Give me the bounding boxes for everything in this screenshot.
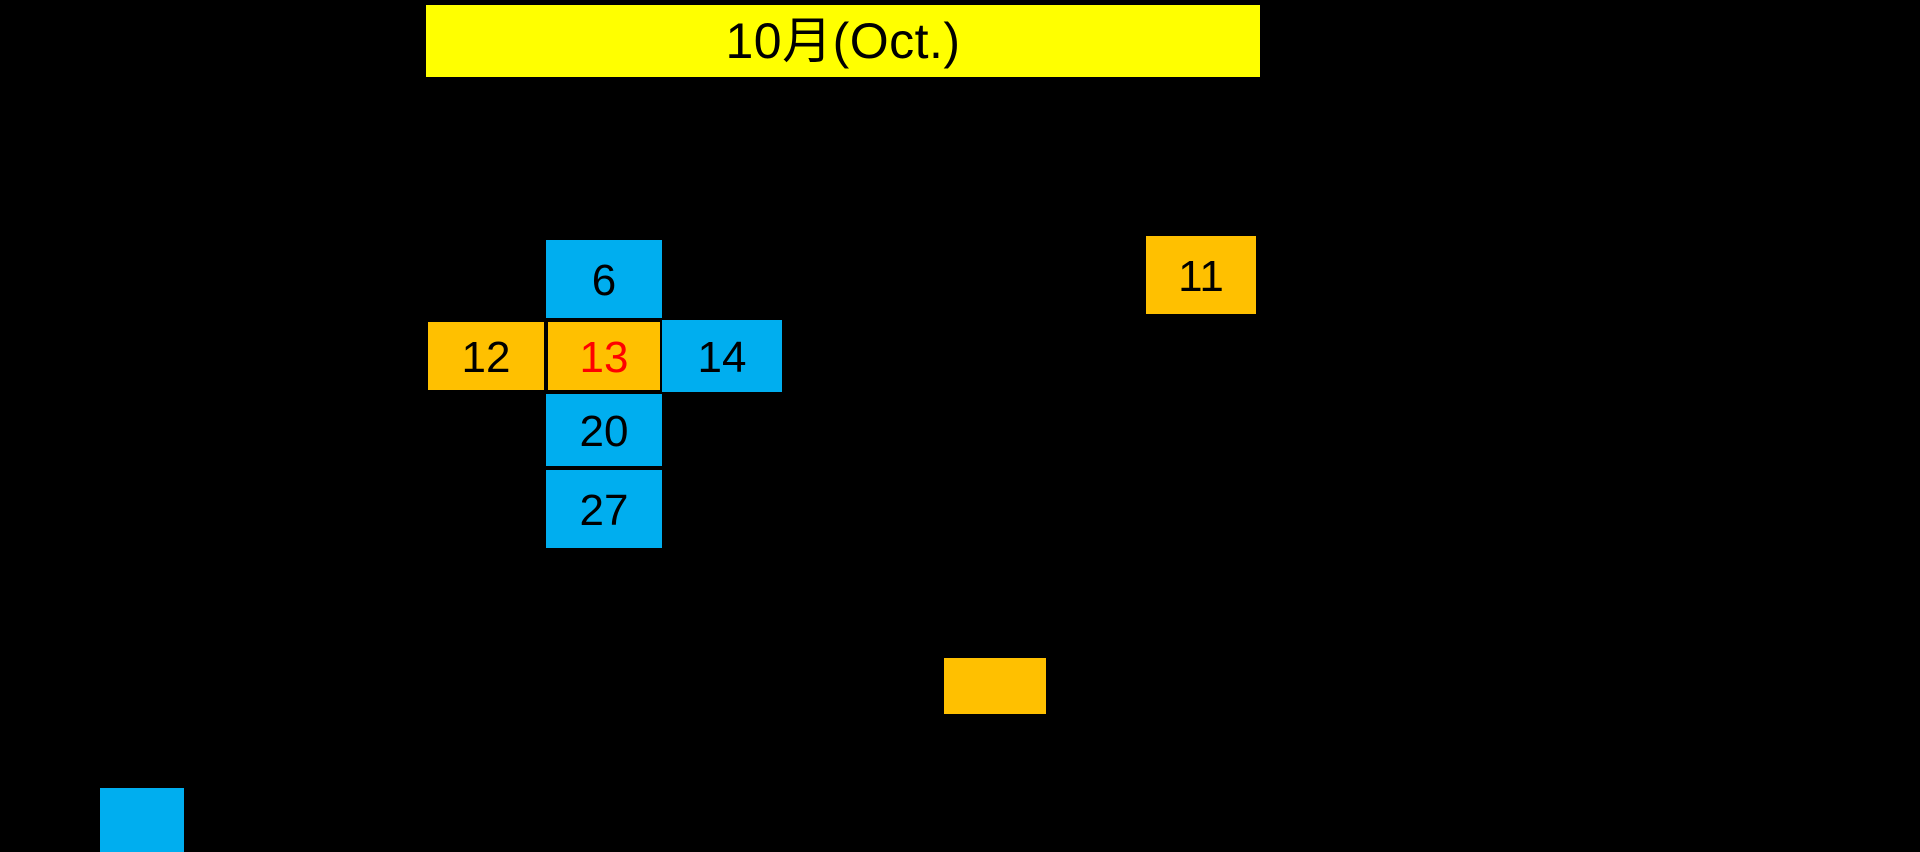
month-title-banner: 10月(Oct.) xyxy=(426,5,1260,77)
day-number-label: 6 xyxy=(591,256,617,305)
day-number-label: 27 xyxy=(579,486,629,535)
calendar-day-cell-6[interactable]: 6 xyxy=(546,240,662,318)
page-title: 10月(Oct.) xyxy=(725,13,961,69)
day-number-label: 14 xyxy=(697,333,747,382)
swatch-cyan[interactable] xyxy=(100,788,184,852)
calendar-day-cell-14[interactable]: 14 xyxy=(662,320,782,392)
calendar-day-cell-12[interactable]: 12 xyxy=(426,320,546,392)
swatch-orange[interactable] xyxy=(944,658,1046,714)
calendar-day-cell-27[interactable]: 27 xyxy=(546,470,662,548)
day-number-label: 12 xyxy=(461,333,511,382)
day-number-label: 13 xyxy=(579,333,629,382)
calendar-day-cell-11[interactable]: 11 xyxy=(1146,236,1256,314)
calendar-day-cell-20[interactable]: 20 xyxy=(546,394,662,466)
day-number-label: 20 xyxy=(579,407,629,456)
day-number-label: 11 xyxy=(1178,252,1224,301)
calendar-day-cell-13[interactable]: 13 xyxy=(546,320,662,392)
